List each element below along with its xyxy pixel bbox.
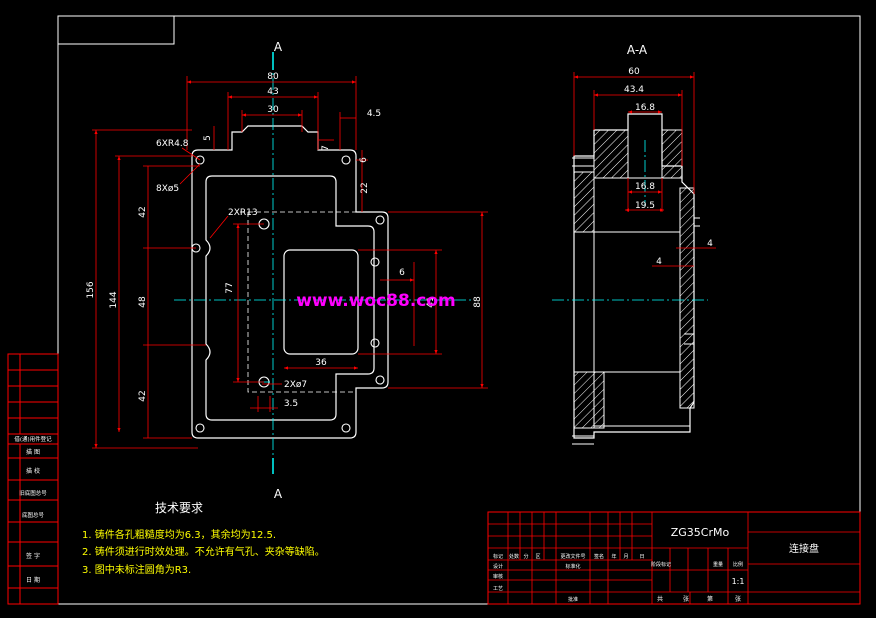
frame-corner-box <box>57 15 175 45</box>
section-dimension-lines <box>573 72 716 267</box>
section-dim-4-left: 4 <box>656 257 662 267</box>
tb-header-8: 日 <box>639 554 644 560</box>
dim-30: 30 <box>267 105 279 115</box>
tech-req-item-1: 1. 铸件各孔粗糙度均为6.3，其余均为12.5. <box>82 528 276 541</box>
dim-3-5: 3.5 <box>284 399 298 409</box>
technical-requirements: 技术要求 1. 铸件各孔粗糙度均为6.3，其余均为12.5. 2. 铸件须进行时… <box>82 501 325 576</box>
tb-approve: 批准 <box>568 596 578 603</box>
front-centerlines <box>174 58 474 470</box>
drawing-frame <box>57 15 861 605</box>
section-dim-43-4: 43.4 <box>624 85 644 95</box>
title-part-name: 连接盘 <box>789 542 819 555</box>
dim-6-slot: 6 <box>399 268 405 278</box>
watermark: www.woc88.com <box>296 291 456 311</box>
dim-7: 7 <box>321 145 331 151</box>
tb-row-design: 设计 <box>493 563 503 570</box>
strip-label-1: 描 图 <box>26 448 40 456</box>
section-mark-bottom: A <box>274 487 283 501</box>
hatch-left-wall <box>573 171 595 233</box>
tb-sheet-2: 第 <box>707 595 713 603</box>
title-scale: 1:1 <box>732 577 745 586</box>
strip-label-4: 底图总号 <box>22 511 45 519</box>
tb-standardize: 标准化 <box>565 563 580 570</box>
section-dim-16-8-top: 16.8 <box>635 103 655 113</box>
central-window <box>283 249 359 355</box>
dim-43: 43 <box>267 87 278 97</box>
dim-5: 5 <box>203 135 213 141</box>
tb-header-7: 月 <box>623 554 628 560</box>
strip-label-0: 借(通)用件登记 <box>14 435 52 443</box>
tb-header-6: 年 <box>611 553 616 560</box>
section-view: A-A <box>552 43 716 445</box>
left-strip: 借(通)用件登记 描 图 描 校 旧底图总号 底图总号 签 字 日 期 <box>7 353 59 605</box>
strip-label-3: 旧底图总号 <box>19 489 47 497</box>
callout-2xr13: 2XR13 <box>228 208 258 218</box>
dim-156: 156 <box>86 281 96 298</box>
section-inner-lines <box>572 157 700 445</box>
title-material: ZG35CrMo <box>671 526 730 539</box>
dim-41: 41 <box>426 296 436 307</box>
hatch-top-left <box>593 129 629 179</box>
dim-48: 48 <box>138 296 148 308</box>
callout-8x-dia5: 8Xø5 <box>156 184 179 194</box>
dim-77: 77 <box>225 282 235 293</box>
tb-header-1: 处数 <box>509 553 519 560</box>
tb-row-process: 工艺 <box>493 586 503 592</box>
section-dim-16-8-mid: 16.8 <box>635 182 655 192</box>
inner-recess <box>205 175 375 421</box>
tb-header-4: 更改文件号 <box>560 553 585 560</box>
dim-144: 144 <box>109 291 119 308</box>
dim-36: 36 <box>315 358 327 368</box>
tb-stage-label: 阶段标记 <box>651 561 671 568</box>
tb-header-2: 分 <box>523 553 528 560</box>
callout-6xr4-8: 6XR4.8 <box>156 139 189 149</box>
dim-42-top: 42 <box>138 206 148 217</box>
title-block: ZG35CrMo 连接盘 1:1 标记 处数 分 区 更改文件号 签名 年 月 … <box>487 511 861 605</box>
strip-label-6: 日 期 <box>26 576 40 584</box>
front-dimension-lines <box>92 76 488 449</box>
section-dim-4-right: 4 <box>707 239 713 249</box>
tb-sheet-1: 张 <box>683 595 689 603</box>
dim-6: 6 <box>359 157 369 163</box>
dim-88: 88 <box>473 296 483 308</box>
hatch-right-wall <box>679 187 695 409</box>
hatch-right-lower <box>593 371 605 429</box>
flange-outline <box>191 125 389 439</box>
tb-sheet-3: 张 <box>735 595 741 603</box>
tb-header-3: 区 <box>535 554 540 560</box>
hatch-top-right <box>661 129 683 179</box>
section-dim-19-5: 19.5 <box>635 201 655 211</box>
section-view-title: A-A <box>627 43 648 57</box>
tech-req-title: 技术要求 <box>155 501 203 515</box>
tb-scale-label: 比例 <box>733 561 743 568</box>
tb-sheet-0: 共 <box>657 595 663 603</box>
front-view: A A <box>86 40 488 501</box>
callout-2x-dia7: 2Xø7 <box>284 380 307 390</box>
dim-80: 80 <box>267 72 279 82</box>
section-mark-top: A <box>274 40 283 54</box>
tb-header-0: 标记 <box>493 553 503 560</box>
tb-row-review: 审核 <box>493 573 503 580</box>
strip-label-2: 描 校 <box>26 467 40 475</box>
tech-req-item-3: 3. 图中未标注圆角为R3. <box>82 563 191 576</box>
tb-header-5: 签名 <box>594 553 604 560</box>
strip-label-5: 签 字 <box>26 552 40 560</box>
section-dim-60: 60 <box>628 67 640 77</box>
section-centerlines <box>552 140 708 301</box>
hatch-left-wall-bottom <box>573 371 595 429</box>
dim-42-bottom: 42 <box>138 390 148 401</box>
hidden-outline <box>240 211 356 393</box>
dim-22: 22 <box>360 182 370 193</box>
dim-4-5: 4.5 <box>367 109 381 119</box>
tb-weight-label: 重量 <box>713 561 723 568</box>
tech-req-item-2: 2. 铸件须进行时效处理。不允许有气孔、夹杂等缺陷。 <box>82 545 325 558</box>
